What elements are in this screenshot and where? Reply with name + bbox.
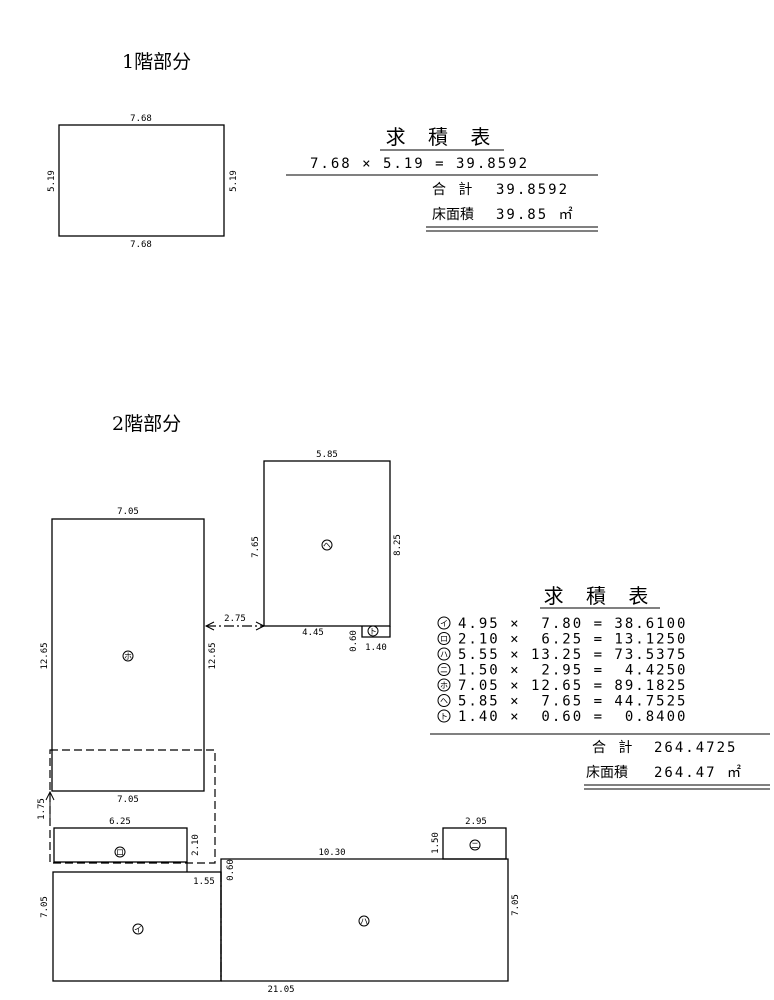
dim-ho-top: 7.05 <box>117 507 139 517</box>
row-marker-circle <box>437 678 451 692</box>
floor1-area-label: 床面積 <box>432 207 474 223</box>
dim-ho-bottom: 7.05 <box>117 795 139 805</box>
row-marker-circle <box>437 663 451 676</box>
dim-ha-top: 10.30 <box>318 848 345 858</box>
floor1-total-label: 合 計 <box>432 182 474 198</box>
floor2-table-row: イ 4.95 × 7.80 = 38.6100 <box>437 616 687 632</box>
floor2-table-row: ニ 1.50 × 2.95 = 4.4250 <box>437 663 687 679</box>
dim-ro-top: 6.25 <box>109 817 131 827</box>
dim-he-right: 8.25 <box>393 534 403 556</box>
dim-ni-left: 1.50 <box>431 832 441 854</box>
floor1-dim-right: 5.19 <box>229 170 239 192</box>
block-ho-outline <box>51 518 205 792</box>
row-marker-circle <box>437 632 451 645</box>
dim-ro-bottom: 1.55 <box>193 877 215 887</box>
floor2-total-value: 264.4725 <box>654 740 737 756</box>
dim-offset: 2.75 <box>224 614 246 624</box>
row-marker-label: ニ <box>440 666 448 675</box>
floor1-table-title: 求 積 表 <box>386 125 499 149</box>
svg-text:ニ: ニ <box>471 841 479 850</box>
floor1-table-row: 7.68 × 5.19 = 39.8592 <box>310 156 529 172</box>
row-formula: 5.55 × 13.25 = 73.5375 <box>458 647 687 663</box>
dim-ho-left: 12.65 <box>40 642 50 669</box>
marker-he: ヘ <box>321 539 333 551</box>
block-he-outline <box>263 460 391 627</box>
svg-text:イ: イ <box>134 925 142 934</box>
dim-he-top: 5.85 <box>316 450 338 460</box>
floor1-dim-left: 5.19 <box>47 170 57 192</box>
floor1-heading: 1階部分 <box>122 51 191 73</box>
row-marker-circle <box>437 709 451 723</box>
floor1-dim-top: 7.68 <box>130 114 152 124</box>
marker-ha: ハ <box>358 915 370 927</box>
marker-to: ト <box>367 625 379 637</box>
floor2-total-label: 合 計 <box>592 740 634 756</box>
dim-ro-right: 2.10 <box>191 834 201 856</box>
floor2-table-row: ロ 2.10 × 6.25 = 13.1250 <box>437 632 687 648</box>
floor2-heading: 2階部分 <box>112 413 181 435</box>
row-marker-label: ヘ <box>440 697 448 706</box>
floor1-outline <box>58 124 225 237</box>
row-marker-label: ホ <box>440 681 448 690</box>
row-marker-label: イ <box>440 619 448 628</box>
row-marker-label: ハ <box>440 650 448 659</box>
floor2-area-value: 264.47 ㎡ <box>654 765 743 781</box>
block-ro-outline <box>53 827 188 863</box>
row-formula: 7.05 × 12.65 = 89.1825 <box>458 678 687 694</box>
floor1-total-value: 39.8592 <box>496 182 569 198</box>
floor1-area-table: 求 積 表 7.68 × 5.19 = 39.8592 合 計 39.8592 … <box>286 125 598 232</box>
row-marker-circle <box>437 616 451 630</box>
row-formula: 1.50 × 2.95 = 4.4250 <box>458 663 687 679</box>
row-marker-label: ロ <box>440 635 448 644</box>
floor1-dim-bottom: 7.68 <box>130 240 152 250</box>
floor1-area-value: 39.85 ㎡ <box>496 207 575 223</box>
dim-notch-height: 0.60 <box>349 630 359 652</box>
floor2-area-label: 床面積 <box>586 765 628 781</box>
dim-ho-right: 12.65 <box>208 642 218 669</box>
svg-text:ト: ト <box>369 627 377 636</box>
floor2-table-title: 求 積 表 <box>544 584 657 608</box>
marker-ro: ロ <box>114 846 126 858</box>
dim-ha-right: 7.05 <box>511 894 521 916</box>
dim-i-left: 7.05 <box>40 896 50 918</box>
marker-ho: ホ <box>122 650 134 662</box>
dim-ni-top: 2.95 <box>465 817 487 827</box>
row-marker-circle <box>437 694 451 707</box>
dim-notch-width: 1.40 <box>365 643 387 653</box>
row-formula: 5.85 × 7.65 = 44.7525 <box>458 694 687 710</box>
svg-text:ハ: ハ <box>360 917 368 926</box>
floor2-table-row: ト 1.40 × 0.60 = 0.8400 <box>437 709 687 725</box>
marker-ni: ニ <box>469 839 481 851</box>
svg-text:ホ: ホ <box>124 652 132 661</box>
floor2-table-row: ヘ 5.85 × 7.65 = 44.7525 <box>437 694 687 710</box>
row-marker-circle <box>437 647 451 661</box>
dim-he-bottom: 4.45 <box>302 628 324 638</box>
row-formula: 1.40 × 0.60 = 0.8400 <box>458 709 687 725</box>
dim-bottom-total: 21.05 <box>267 985 294 995</box>
block-to-outline <box>361 626 391 638</box>
svg-text:ロ: ロ <box>116 848 124 857</box>
dim-gap: 1.75 <box>37 798 47 820</box>
svg-text:ヘ: ヘ <box>323 541 331 550</box>
row-marker-label: ト <box>440 712 448 721</box>
marker-i: イ <box>132 923 144 935</box>
floor2-table-row: ホ 7.05 × 12.65 = 89.1825 <box>437 678 687 694</box>
dim-he-left: 7.65 <box>251 536 261 558</box>
row-formula: 2.10 × 6.25 = 13.1250 <box>458 632 687 648</box>
row-formula: 4.95 × 7.80 = 38.6100 <box>458 616 687 632</box>
dim-step: 0.60 <box>226 859 236 881</box>
block-ni-outline <box>442 827 507 860</box>
floor2-area-table: 求 積 表 イ 4.95 × 7.80 = 38.6100 ロ 2.10 × 6.25… <box>430 584 770 790</box>
floor2-table-row: ハ 5.55 × 13.25 = 73.5375 <box>437 647 687 663</box>
